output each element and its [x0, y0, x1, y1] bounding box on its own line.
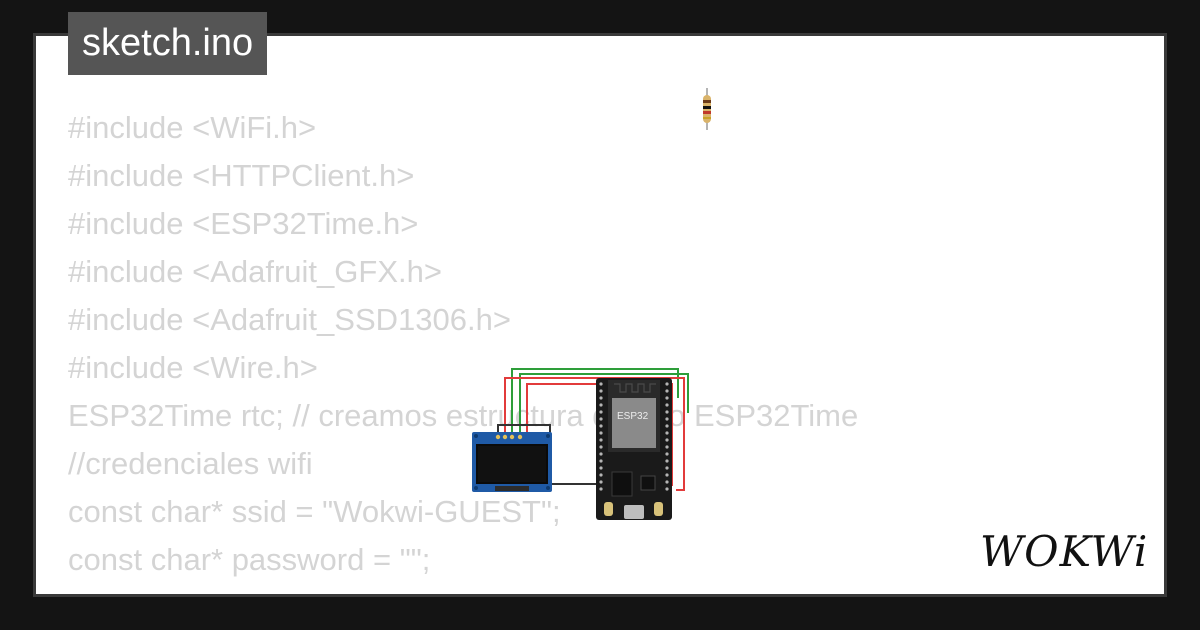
code-line: #include <Wire.h> — [68, 350, 318, 385]
code-line: const char* password = ""; — [68, 542, 431, 577]
code-line: #include <HTTPClient.h> — [68, 158, 415, 193]
wire-red — [504, 377, 685, 491]
code-line: #include <WiFi.h> — [68, 110, 317, 145]
code-line: ESP32Time rtc; // creamos estructura de … — [68, 398, 859, 433]
wokwi-logo-text: WOKWi — [980, 528, 1148, 576]
code-line: #include <Adafruit_SSD1306.h> — [68, 302, 511, 337]
esp32-chip-label: ESP32 — [617, 411, 649, 422]
esp32-board: ESP32 — [596, 378, 672, 520]
code-preview: #include <WiFi.h> #include <HTTPClient.h>… — [68, 104, 859, 594]
code-line: #include <Adafruit_GFX.h> — [68, 254, 442, 289]
wokwi-logo: WOKWi — [980, 528, 1148, 576]
wire-black — [497, 424, 598, 485]
oled-display — [472, 432, 552, 492]
code-line: const char* ssid = "Wokwi-GUEST"; — [68, 494, 561, 529]
resistor — [703, 88, 711, 130]
code-line: //credenciales wifi — [68, 446, 313, 481]
code-line: // configuramos el servidor NTP — [68, 584, 858, 594]
code-line: #include <ESP32Time.h> — [68, 206, 419, 241]
wire-green — [511, 368, 679, 436]
wire-green — [519, 373, 689, 436]
file-name-tab: sketch.ino — [68, 12, 268, 75]
